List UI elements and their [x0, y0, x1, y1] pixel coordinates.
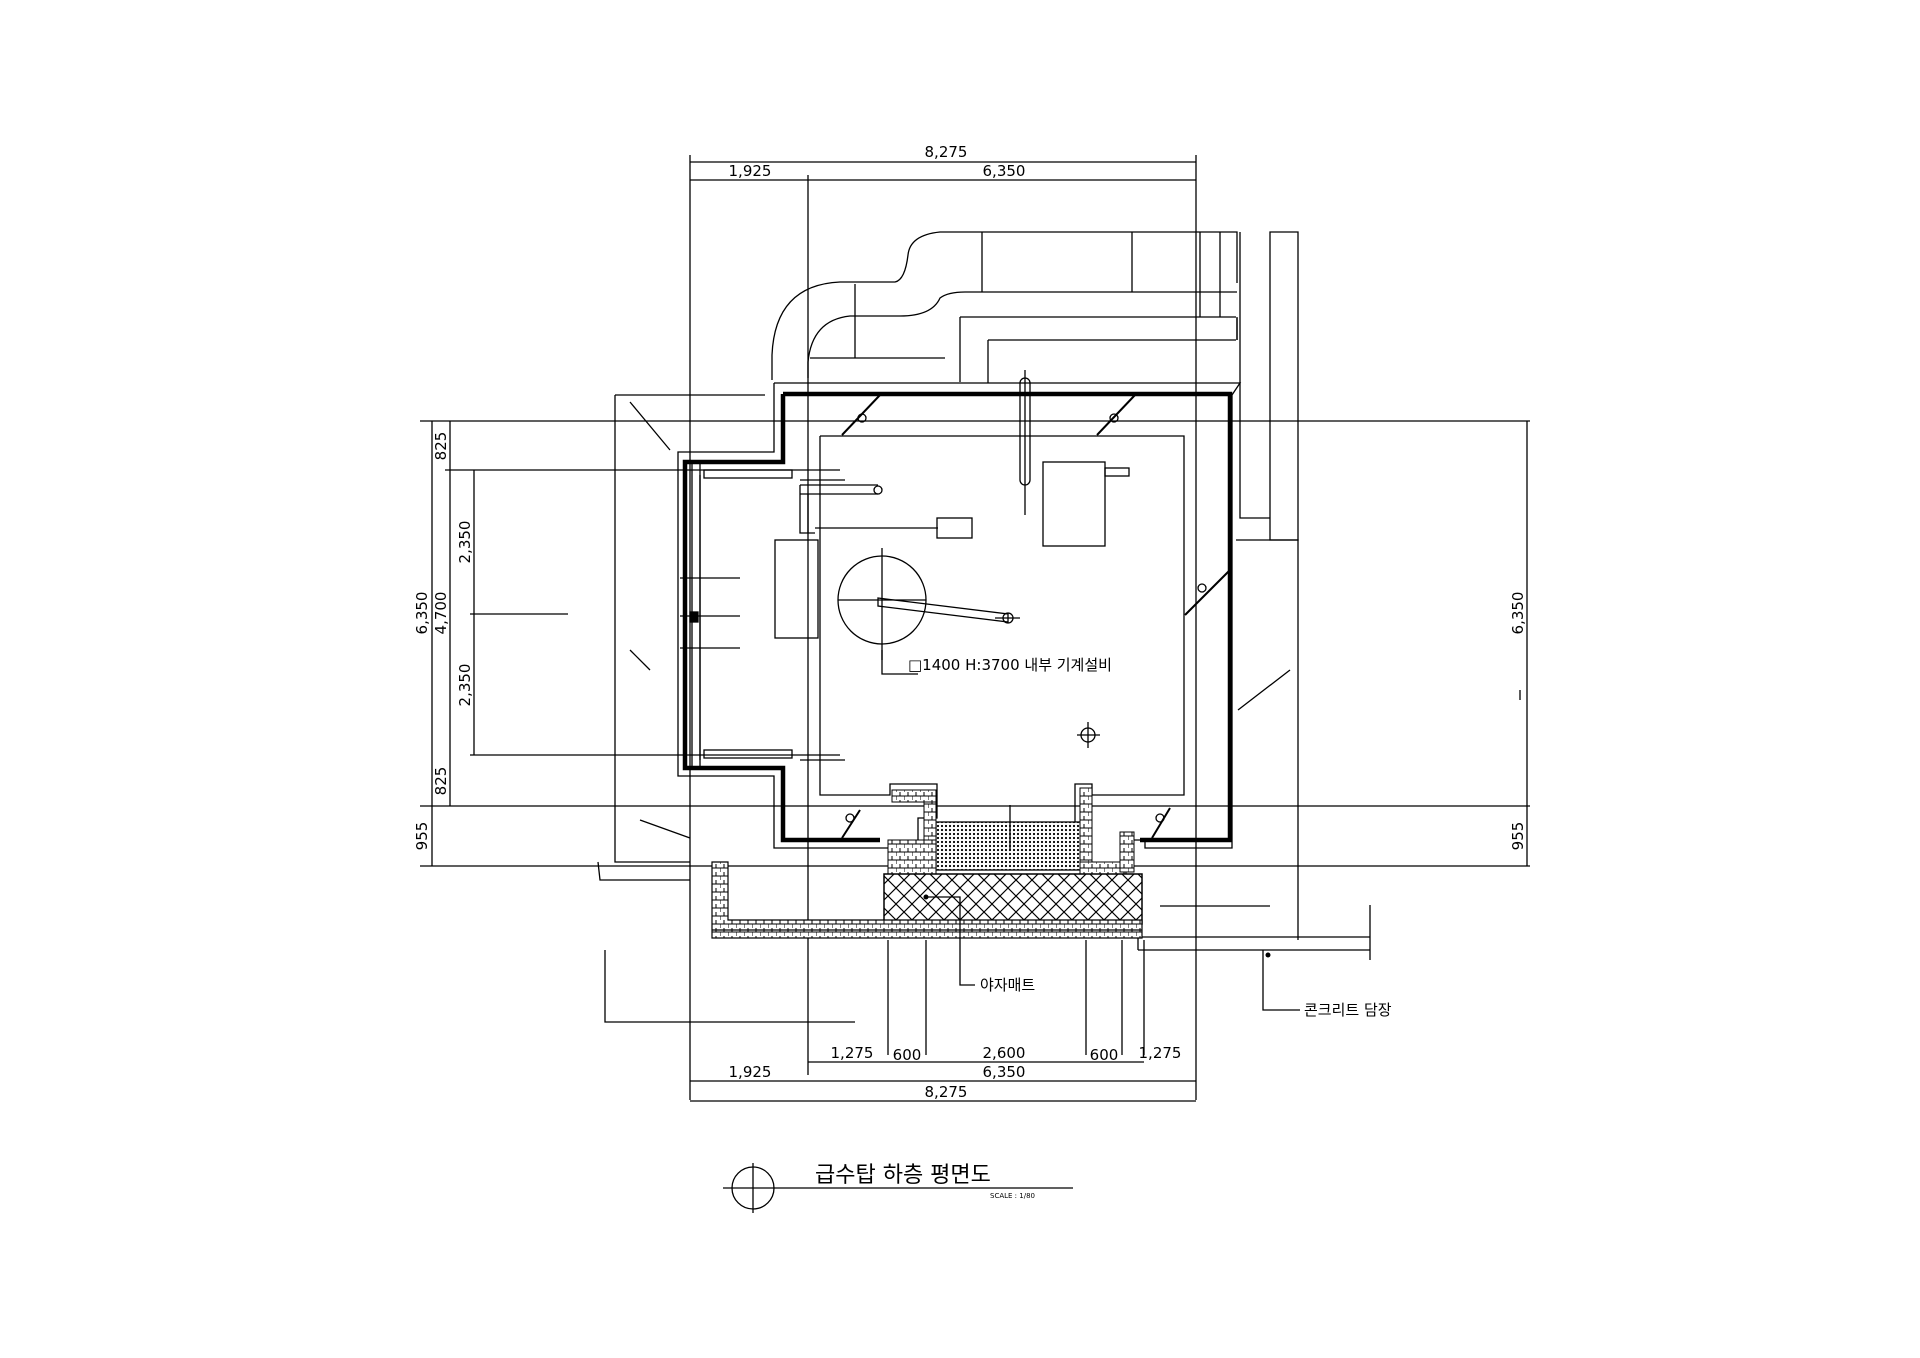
dim-top-total: 8,275 [925, 143, 968, 161]
equipment-label: □1400 H:3700 내부 기계설비 [908, 656, 1112, 674]
dim-left-bottom: 825 [432, 767, 450, 796]
dim-left-top: 825 [432, 432, 450, 461]
wall-ties [841, 394, 1231, 839]
entrance-mat [711, 787, 1271, 986]
dim-left-mid-bottom: 2,350 [456, 664, 474, 707]
equipment [774, 370, 1130, 748]
dimension-labels: 8,275 1,925 6,350 1,275 600 2,600 600 1,… [413, 143, 1527, 1101]
dim-right-extra: 955 [1509, 822, 1527, 851]
dimension-lines [420, 155, 1530, 1102]
tower-walls [677, 382, 1242, 869]
dim-top-right: 6,350 [983, 162, 1026, 180]
dim-right-total: 6,350 [1509, 592, 1527, 635]
left-piping [680, 461, 845, 769]
dim-bottom-seg-2: 600 [893, 1046, 922, 1064]
dim-bottom-seg-3: 2,600 [983, 1044, 1026, 1062]
callouts: □1400 H:3700 내부 기계설비 야자매트 콘크리트 담장 [908, 656, 1392, 1019]
dim-bottom-seg-4: 600 [1090, 1046, 1119, 1064]
dim-top-left: 1,925 [729, 162, 772, 180]
dim-bottom-seg-1: 1,275 [831, 1044, 874, 1062]
dim-bottom-right: 6,350 [983, 1063, 1026, 1081]
mat-label: 야자매트 [980, 976, 1035, 994]
concrete-wall-label: 콘크리트 담장 [1304, 1001, 1392, 1019]
dim-bottom-seg-5: 1,275 [1139, 1044, 1182, 1062]
dim-left-mid-top: 2,350 [456, 521, 474, 564]
dim-left-inner: 4,700 [432, 592, 450, 635]
drawing-title: 급수탑 하층 평면도 [815, 1163, 991, 1188]
title-block: 급수탑 하층 평면도 SCALE : 1/80 [723, 1163, 1073, 1213]
duct [771, 231, 1299, 541]
surrounding-outlines [597, 394, 1371, 1023]
dim-left-total: 6,350 [413, 592, 431, 635]
dim-bottom-total: 8,275 [925, 1083, 968, 1101]
drawing-scale: SCALE : 1/80 [990, 1192, 1035, 1200]
dim-bottom-left: 1,925 [729, 1063, 772, 1081]
dim-left-extra: 955 [413, 822, 431, 851]
